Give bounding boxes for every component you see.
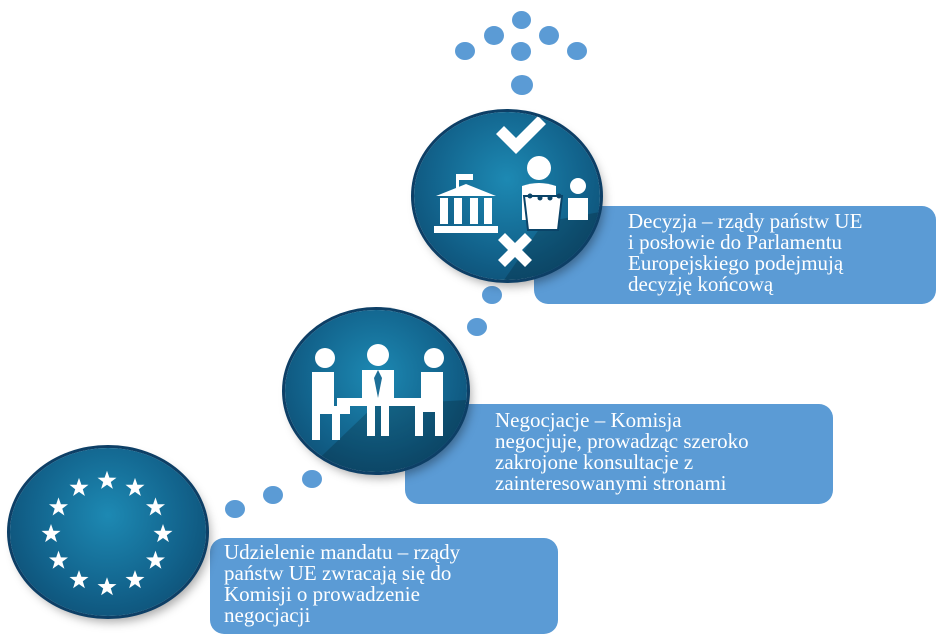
step-text-line: państw UE zwracają się do bbox=[224, 561, 452, 585]
step-decision-circle bbox=[414, 112, 600, 280]
connector-dot bbox=[539, 26, 559, 45]
star-icon bbox=[125, 570, 145, 589]
star-icon bbox=[97, 470, 117, 489]
star-icon bbox=[49, 497, 68, 516]
star-icon bbox=[41, 524, 61, 543]
star-icon bbox=[153, 524, 173, 543]
star-icon bbox=[97, 577, 117, 596]
connector-dot bbox=[302, 470, 322, 488]
meeting-table-icon bbox=[305, 344, 467, 472]
step-mandate-box: Udzielenie mandatu – rządy państw UE zwr… bbox=[210, 538, 558, 634]
step-text-line: zainteresowanymi stronami bbox=[495, 471, 727, 495]
connector-dot bbox=[512, 11, 531, 29]
connector-dot bbox=[567, 42, 587, 60]
connector-dot bbox=[455, 42, 475, 60]
step-text-line: Komisji o prowadzenie bbox=[224, 582, 420, 606]
star-icon bbox=[69, 477, 89, 496]
star-icon bbox=[49, 550, 68, 569]
step-decision-box: Decyzja – rządy państw UE i posłowie do … bbox=[534, 206, 936, 304]
connector-dot bbox=[511, 75, 533, 95]
step-negotiations-circle bbox=[285, 310, 467, 472]
connector-dot bbox=[484, 26, 504, 45]
step-text-line: Decyzja – rządy państw UE bbox=[628, 209, 863, 233]
eu-stars-icon bbox=[10, 448, 173, 596]
vote-decision-icon bbox=[434, 116, 600, 280]
connector-dot bbox=[482, 286, 502, 304]
step-text-line: negocjacji bbox=[224, 603, 311, 627]
step-text-line: zakrojone konsultacje z bbox=[495, 450, 694, 474]
connector-dot bbox=[225, 500, 245, 518]
step-text-line: decyzję końcową bbox=[628, 272, 774, 296]
star-icon bbox=[125, 477, 145, 496]
step-text-line: Negocjacje – Komisja bbox=[495, 408, 682, 432]
star-icon bbox=[146, 497, 165, 516]
step-text-line: i posłowie do Parlamentu bbox=[628, 230, 843, 254]
connector-dot bbox=[467, 318, 487, 336]
step-text-line: Udzielenie mandatu – rządy bbox=[224, 540, 461, 564]
step-negotiations-box: Negocjacje – Komisja negocjuje, prowadzą… bbox=[405, 404, 833, 504]
star-icon bbox=[69, 570, 89, 589]
check-icon bbox=[496, 116, 546, 154]
cross-icon bbox=[498, 233, 532, 267]
connector-dot bbox=[511, 42, 531, 61]
step-text-line: negocjuje, prowadząc szeroko bbox=[495, 429, 749, 453]
step-mandate-circle bbox=[10, 448, 206, 616]
step-text-line: Europejskiego podejmują bbox=[628, 251, 844, 275]
connector-dot bbox=[263, 486, 283, 504]
star-icon bbox=[146, 550, 165, 569]
